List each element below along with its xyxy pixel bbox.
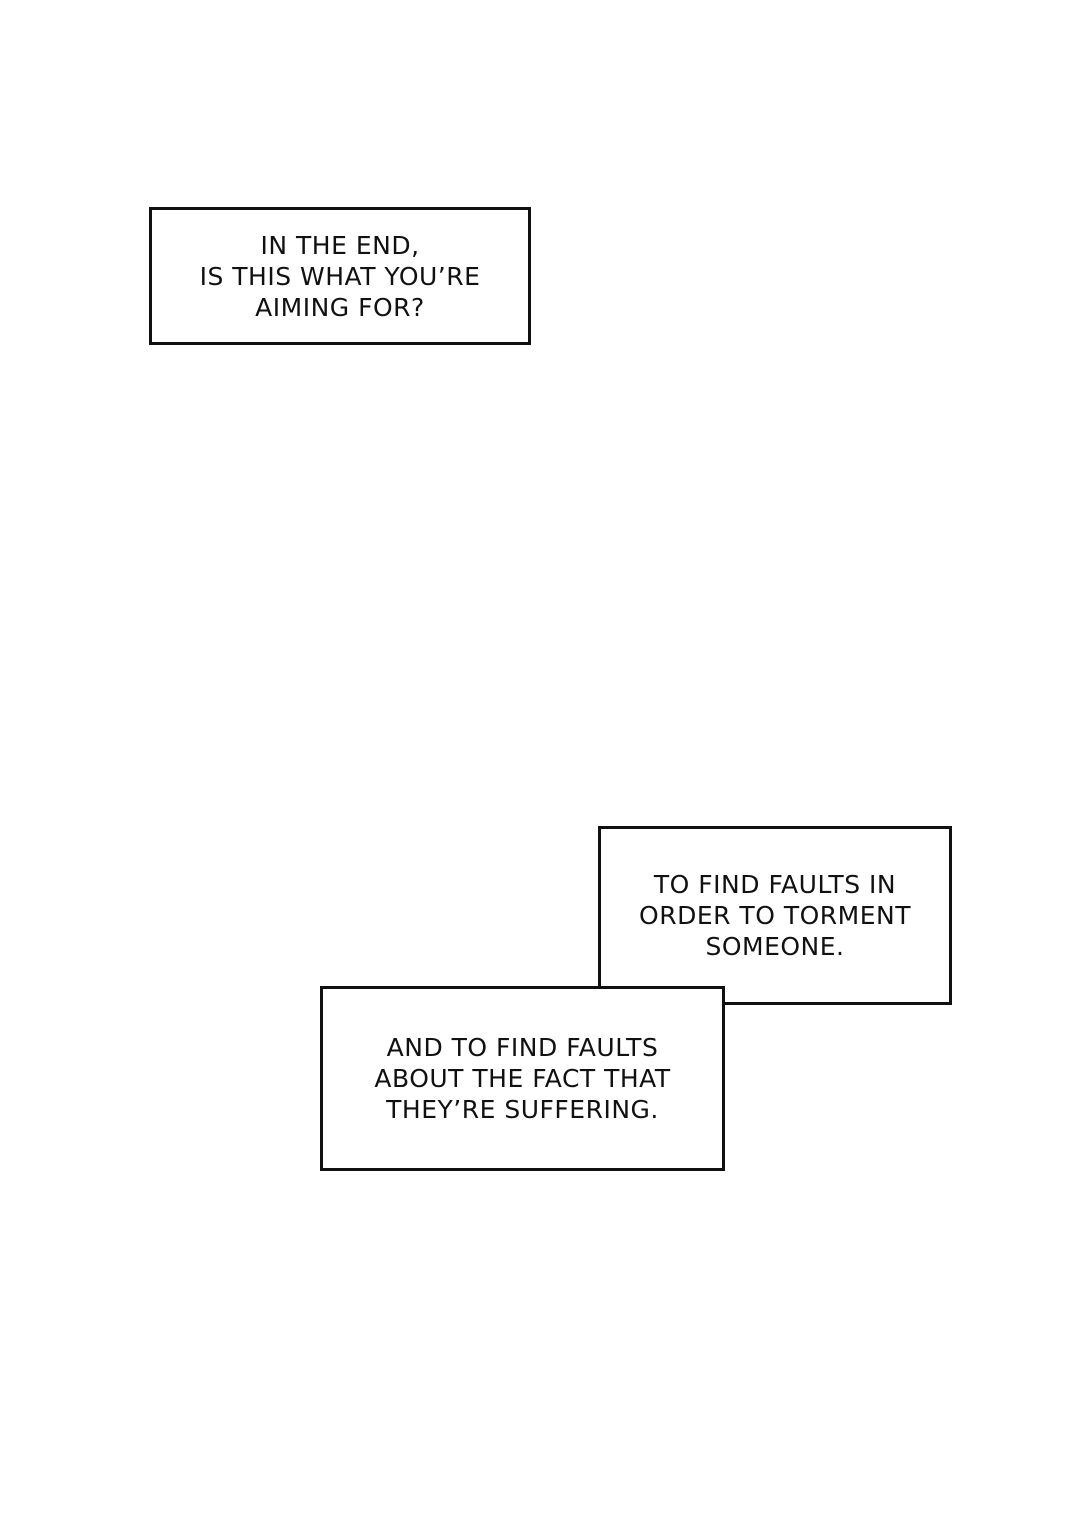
narration-box-1: IN THE END, IS THIS WHAT YOU’RE AIMING F… [149,207,531,345]
narration-box-2: TO FIND FAULTS IN ORDER TO TORMENT SOMEO… [598,826,952,1005]
caption-line: IS THIS WHAT YOU’RE [199,261,481,291]
caption-line: AIMING FOR? [255,292,425,322]
narration-box-3: AND TO FIND FAULTS ABOUT THE FACT THAT T… [320,986,725,1171]
caption-line: TO FIND FAULTS IN [653,870,897,899]
caption-line: IN THE END, [260,230,420,260]
caption-line: ORDER TO TORMENT [639,901,911,930]
caption-line: AND TO FIND FAULTS [386,1033,659,1062]
caption-line: THEY’RE SUFFERING. [386,1095,659,1124]
caption-line: ABOUT THE FACT THAT [374,1064,671,1093]
caption-line: SOMEONE. [705,932,845,961]
